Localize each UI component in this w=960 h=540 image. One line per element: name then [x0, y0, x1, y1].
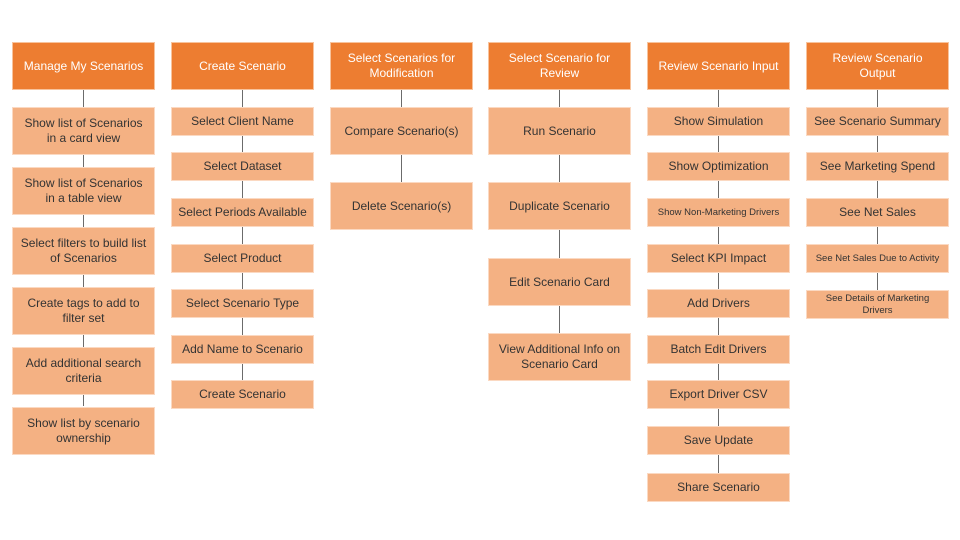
- step-box: See Scenario Summary: [806, 107, 949, 136]
- step-box: Export Driver CSV: [647, 380, 790, 409]
- header-box: Select Scenario for Review: [488, 42, 631, 90]
- step-box: Delete Scenario(s): [330, 182, 473, 230]
- step-box: Compare Scenario(s): [330, 107, 473, 155]
- step-box: See Net Sales: [806, 198, 949, 227]
- step-box: Select Dataset: [171, 152, 314, 181]
- step-box: Duplicate Scenario: [488, 182, 631, 230]
- connector-line: [877, 90, 878, 290]
- step-box: Select Scenario Type: [171, 289, 314, 318]
- header-box: Review Scenario Output: [806, 42, 949, 90]
- step-box: Create Scenario: [171, 380, 314, 409]
- step-box: Select Periods Available: [171, 198, 314, 227]
- column-review-scenario-input: Review Scenario Input Show Simulation Sh…: [647, 0, 790, 540]
- step-box: Share Scenario: [647, 473, 790, 502]
- step-box: Show list of Scenarios in a card view: [12, 107, 155, 155]
- step-box: Show list by scenario ownership: [12, 407, 155, 455]
- header-box: Manage My Scenarios: [12, 42, 155, 90]
- step-box: Save Update: [647, 426, 790, 455]
- step-box: Show Optimization: [647, 152, 790, 181]
- step-box: Show Simulation: [647, 107, 790, 136]
- header-box: Create Scenario: [171, 42, 314, 90]
- step-box: Batch Edit Drivers: [647, 335, 790, 364]
- connector-line: [242, 90, 243, 380]
- step-box: See Marketing Spend: [806, 152, 949, 181]
- header-box: Review Scenario Input: [647, 42, 790, 90]
- connector-line: [718, 90, 719, 473]
- step-box: Edit Scenario Card: [488, 258, 631, 306]
- step-box: Select Product: [171, 244, 314, 273]
- step-box: Select Client Name: [171, 107, 314, 136]
- column-create-scenario: Create Scenario Select Client Name Selec…: [171, 0, 314, 540]
- step-box: Select KPI Impact: [647, 244, 790, 273]
- column-review-scenario-output: Review Scenario Output See Scenario Summ…: [806, 0, 949, 540]
- header-box: Select Scenarios for Modification: [330, 42, 473, 90]
- column-manage-my-scenarios: Manage My Scenarios Show list of Scenari…: [12, 0, 155, 540]
- step-box: Add Name to Scenario: [171, 335, 314, 364]
- column-select-scenario-for-review: Select Scenario for Review Run Scenario …: [488, 0, 631, 540]
- step-box: Select filters to build list of Scenario…: [12, 227, 155, 275]
- step-box: View Additional Info on Scenario Card: [488, 333, 631, 381]
- step-box: See Net Sales Due to Activity: [806, 244, 949, 273]
- step-box: Show Non-Marketing Drivers: [647, 198, 790, 227]
- step-box: Add Drivers: [647, 289, 790, 318]
- step-box: Show list of Scenarios in a table view: [12, 167, 155, 215]
- step-box: Run Scenario: [488, 107, 631, 155]
- step-box: Create tags to add to filter set: [12, 287, 155, 335]
- column-select-scenarios-for-modification: Select Scenarios for Modification Compar…: [330, 0, 473, 540]
- step-box: See Details of Marketing Drivers: [806, 290, 949, 319]
- step-box: Add additional search criteria: [12, 347, 155, 395]
